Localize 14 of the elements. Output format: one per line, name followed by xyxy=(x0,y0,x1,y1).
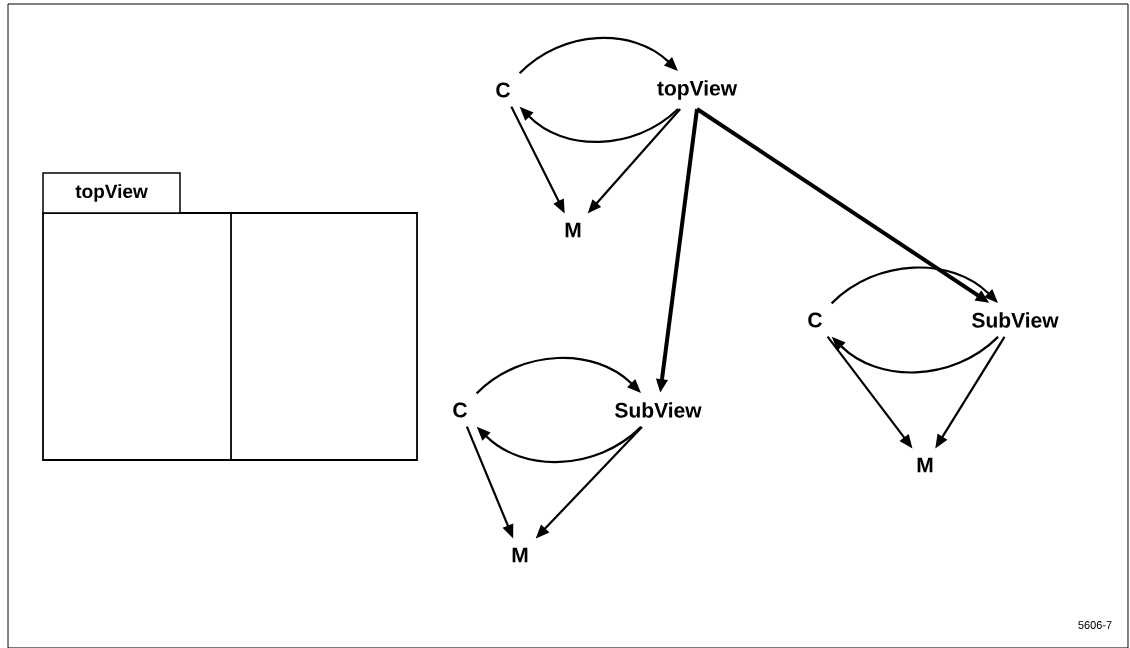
node-label: M xyxy=(565,222,581,238)
node-label: C xyxy=(496,82,510,98)
node-label: topView xyxy=(75,184,148,202)
window-drawing: topView xyxy=(42,172,418,461)
figure-number: 5606-7 xyxy=(1078,621,1112,629)
node-label: M xyxy=(917,457,933,473)
arrow xyxy=(830,266,998,305)
node-label: SubView xyxy=(972,312,1059,328)
node-label: C xyxy=(453,402,467,418)
node-label: topView xyxy=(657,80,738,100)
node-label: M xyxy=(512,547,528,563)
arrow xyxy=(475,356,641,395)
node-label: SubView xyxy=(615,402,702,418)
node-label: C xyxy=(808,312,822,328)
